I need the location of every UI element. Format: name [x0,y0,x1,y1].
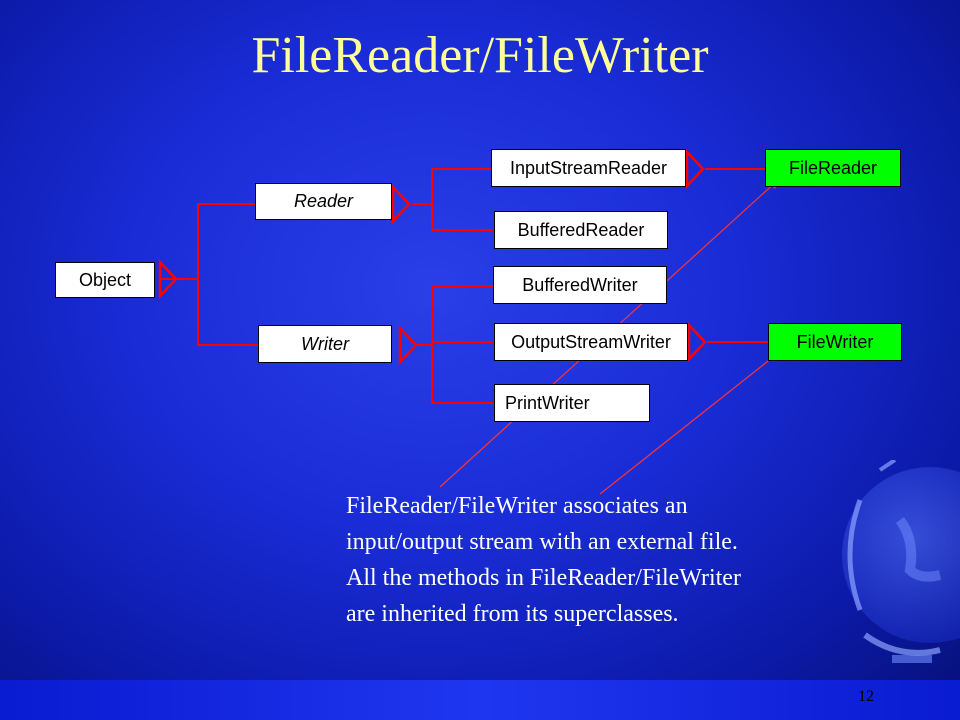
arrowhead-object [158,258,178,300]
arrowhead-outputstreamwriter [687,321,707,363]
object-box: Object [55,262,155,298]
description-line: FileReader/FileWriter associates an [346,493,688,519]
description-line: input/output stream with an external fil… [346,529,738,555]
filewriter-box: FileWriter [768,323,902,361]
printwriter-box: PrintWriter [494,384,650,422]
inputstreamreader-box: InputStreamReader [491,149,686,187]
outputstreamwriter-box: OutputStreamWriter [494,323,688,361]
description-text: FileReader/FileWriter associates an inpu… [346,488,906,632]
bufferedreader-box: BufferedReader [494,211,668,249]
description-line: All the methods in FileReader/FileWriter [346,565,741,591]
page-number: 12 [858,688,874,705]
writer-box: Writer [258,325,392,363]
arrowhead-inputstreamreader [685,148,705,190]
bufferedwriter-box: BufferedWriter [493,266,667,304]
footer-bar [0,680,960,720]
inheritance-arrowheads [158,148,707,366]
globe-decoration-icon [842,460,960,663]
arrowhead-writer [398,324,418,366]
arrowhead-reader [391,183,411,225]
connector-lines [160,168,768,404]
filereader-box: FileReader [765,149,901,187]
slide-title: FileReader/FileWriter [251,27,709,84]
reader-box: Reader [255,183,392,220]
description-line: are inherited from its superclasses. [346,601,679,627]
